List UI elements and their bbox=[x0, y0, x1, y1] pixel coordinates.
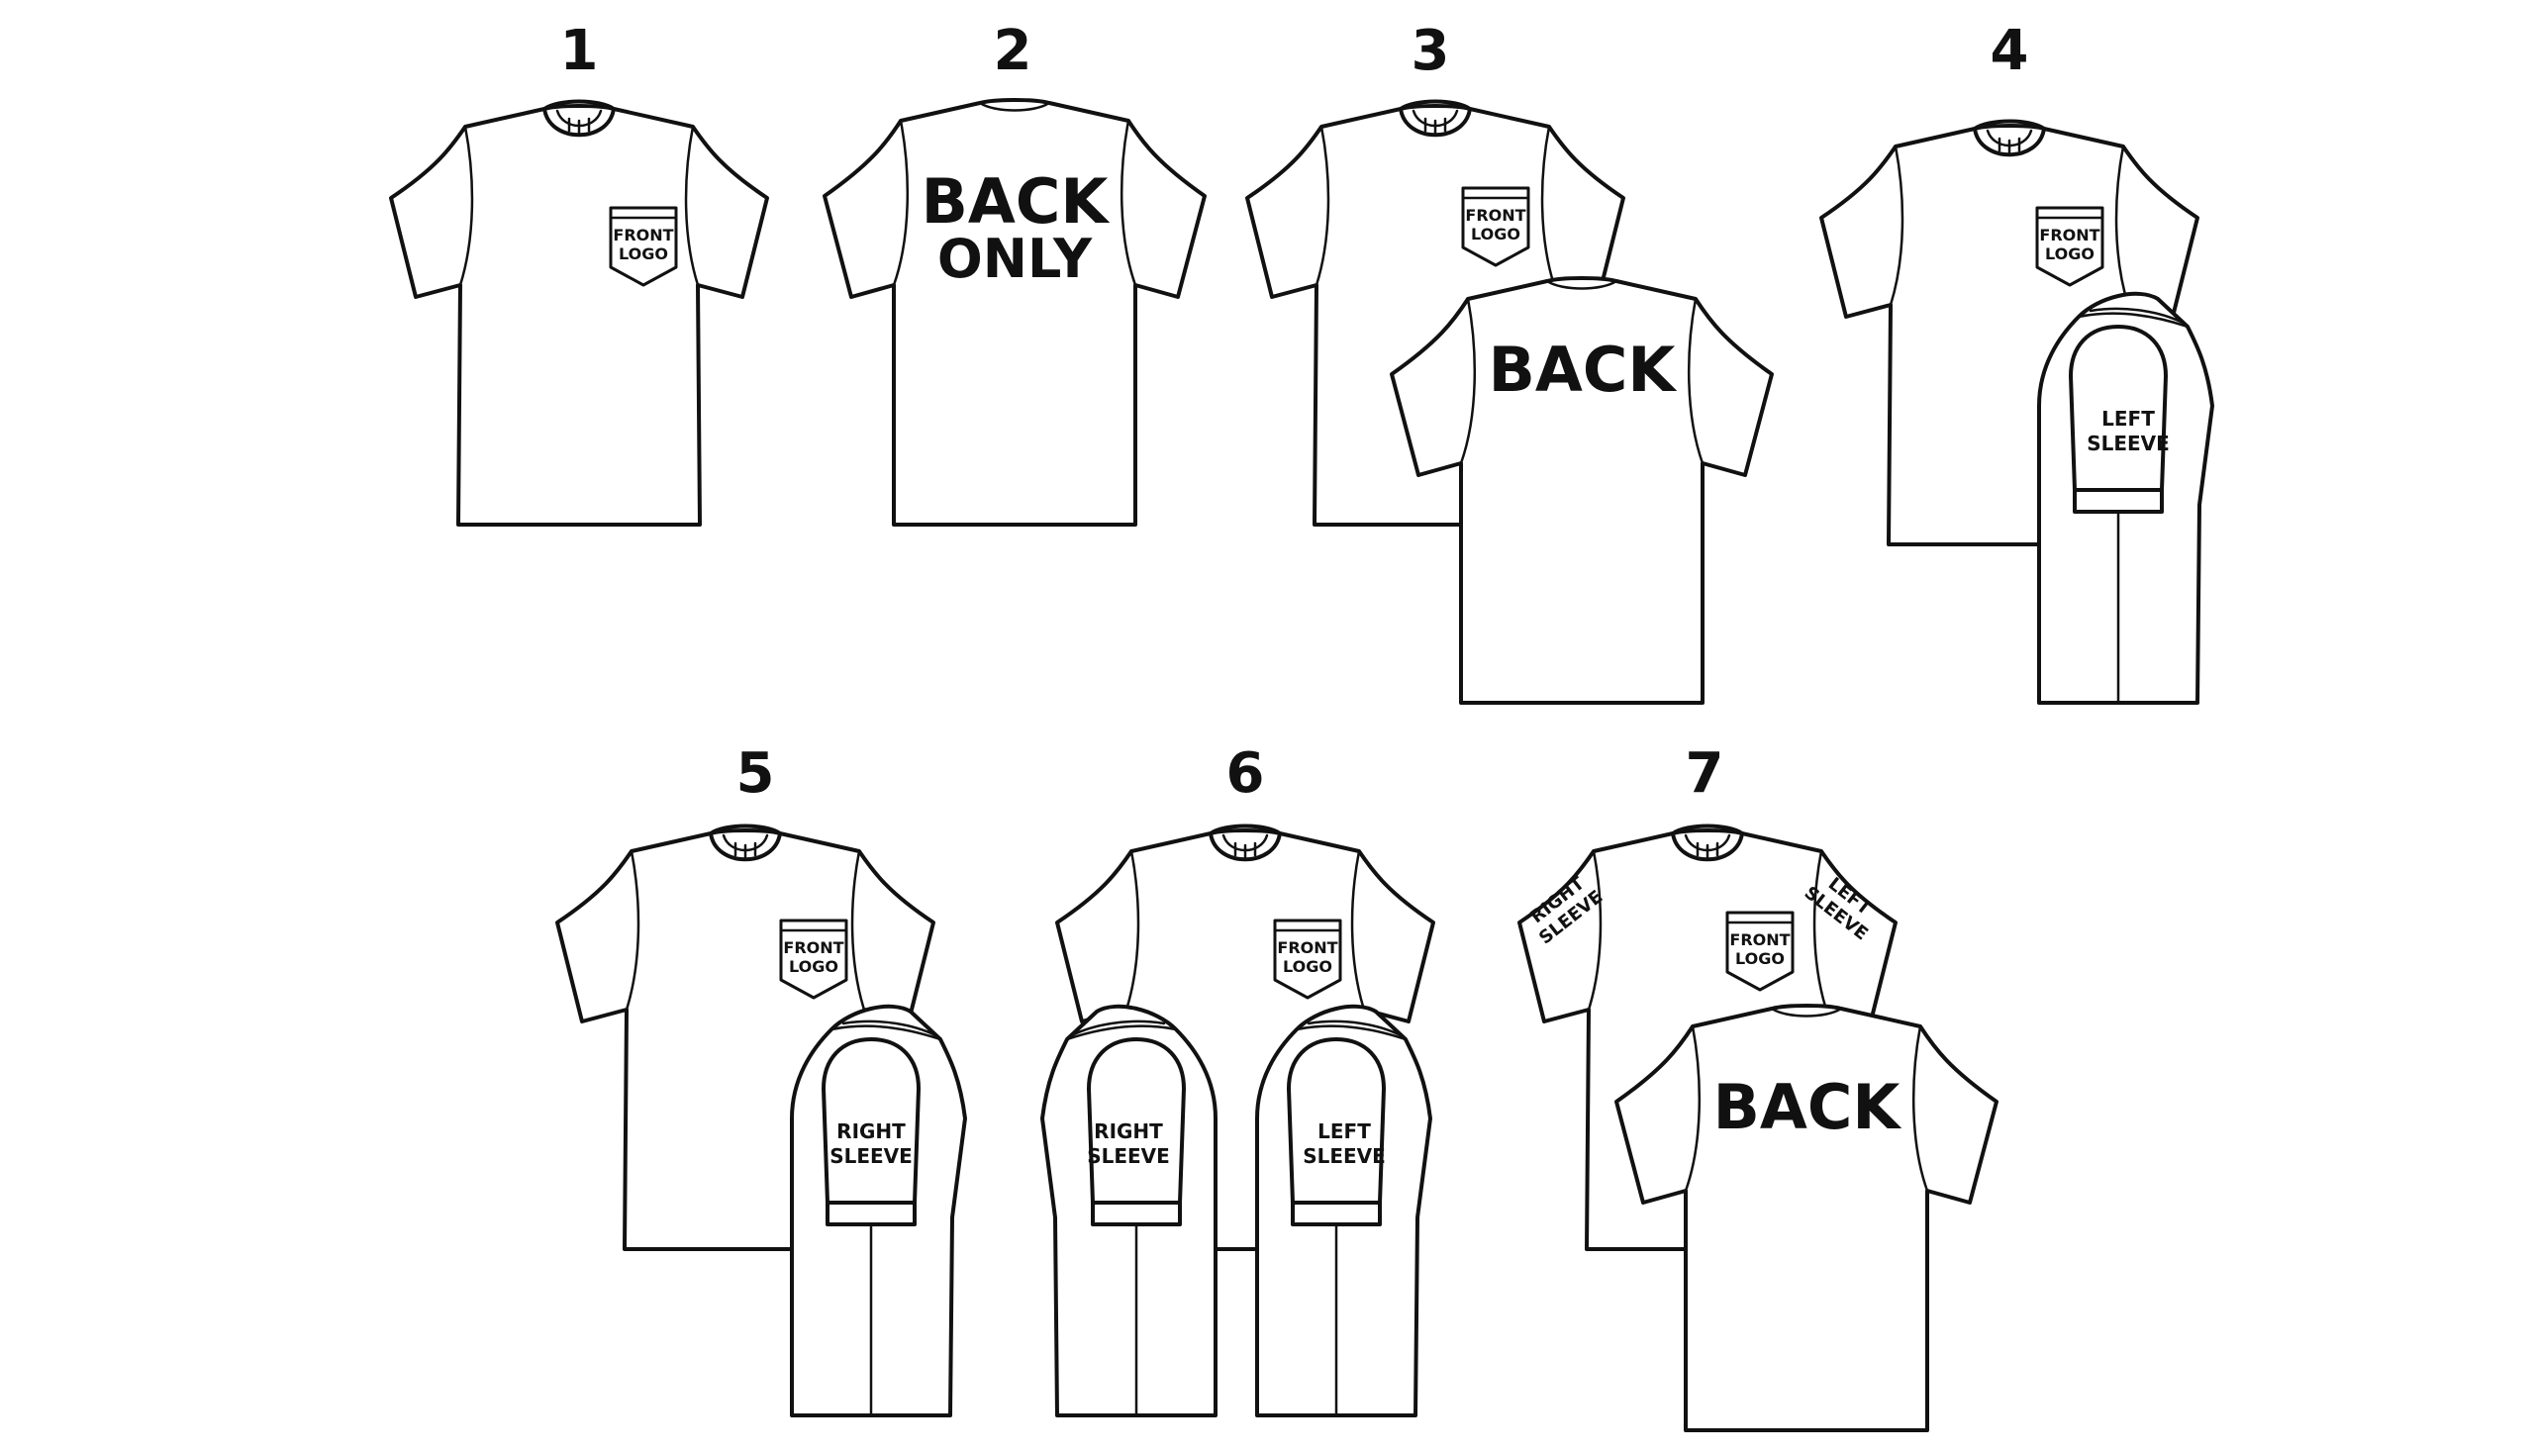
front-shirt: FRONT LOGO bbox=[1055, 824, 1435, 1251]
left-sleeve-view: LEFT SLEEVE bbox=[2037, 291, 2214, 705]
option-number: 4 bbox=[1991, 19, 2029, 83]
option-3: 3 FRONT LOGO BACK bbox=[1245, 19, 1774, 705]
sleeve-print-text: LEFT bbox=[1317, 1119, 1371, 1143]
front-logo-text: FRONT bbox=[1277, 938, 1337, 957]
option-number: 2 bbox=[994, 19, 1032, 83]
right-sleeve-view bbox=[1040, 1004, 1218, 1417]
back-print-text: BACK bbox=[1713, 1071, 1902, 1143]
front-shirt: FRONT LOGO bbox=[1819, 119, 2199, 546]
option-number: 7 bbox=[1686, 741, 1724, 806]
sleeve-print-text: RIGHT bbox=[1094, 1119, 1163, 1143]
front-logo-badge: FRONT LOGO bbox=[1725, 911, 1795, 992]
front-logo-badge: FRONT LOGO bbox=[1461, 186, 1530, 267]
front-shirt: FRONT LOGO bbox=[389, 99, 769, 527]
back-print-text: ONLY bbox=[937, 228, 1093, 290]
front-logo-text: LOGO bbox=[789, 957, 838, 976]
sleeve-print-text: SLEEVE bbox=[1303, 1144, 1386, 1168]
front-logo-badge: FRONT LOGO bbox=[779, 919, 848, 1000]
option-number: 1 bbox=[560, 19, 599, 83]
front-logo-text: FRONT bbox=[1729, 930, 1790, 949]
sleeve-print-text: SLEEVE bbox=[829, 1144, 913, 1168]
front-logo-badge: FRONT LOGO bbox=[2035, 206, 2104, 287]
option-6: 6 FRONT LOGO RIGHT SLEEVE LEFT SLEEVE bbox=[1040, 741, 1435, 1417]
sleeve-print-text: RIGHT bbox=[836, 1119, 906, 1143]
front-logo-badge: FRONT LOGO bbox=[1273, 919, 1342, 1000]
back-print-text: BACK bbox=[922, 165, 1111, 238]
option-4: 4 FRONT LOGO LEFT SLEEVE bbox=[1819, 19, 2214, 705]
front-logo-badge: FRONT LOGO bbox=[609, 206, 678, 287]
option-2: 2 BACK ONLY bbox=[823, 19, 1207, 527]
option-number: 3 bbox=[1412, 19, 1450, 83]
back-print-text: BACK bbox=[1489, 334, 1678, 406]
front-shirt: FRONT LOGO bbox=[555, 824, 935, 1251]
front-logo-text: LOGO bbox=[619, 244, 668, 263]
option-number: 6 bbox=[1226, 741, 1265, 806]
back-shirt: BACK ONLY bbox=[823, 98, 1207, 527]
option-number: 5 bbox=[736, 741, 775, 806]
front-logo-text: FRONT bbox=[783, 938, 843, 957]
front-logo-text: LOGO bbox=[1471, 225, 1520, 243]
back-shirt: BACK bbox=[1614, 1004, 1998, 1432]
right-sleeve-view: RIGHT SLEEVE bbox=[790, 1004, 967, 1417]
front-logo-text: FRONT bbox=[613, 226, 673, 244]
left-sleeve-view: LEFT SLEEVE bbox=[1255, 1004, 1432, 1417]
front-logo-text: FRONT bbox=[2039, 226, 2099, 244]
option-1: 1 FRONT LOGO bbox=[389, 19, 769, 527]
sleeve-print-text: SLEEVE bbox=[2087, 432, 2170, 455]
front-logo-text: LOGO bbox=[2045, 244, 2095, 263]
front-logo-text: FRONT bbox=[1465, 206, 1525, 225]
sleeve-print-text: SLEEVE bbox=[1087, 1144, 1170, 1168]
front-logo-text: LOGO bbox=[1283, 957, 1332, 976]
front-logo-text: LOGO bbox=[1735, 949, 1785, 968]
option-7: 7 FRONT LOGO RIGHT SLEEVE LEFT SLEEVE BA… bbox=[1517, 741, 1998, 1432]
option-5: 5 FRONT LOGO RIGHT SLEEVE bbox=[555, 741, 967, 1417]
back-shirt: BACK bbox=[1390, 276, 1774, 705]
sleeve-print-text: LEFT bbox=[2101, 407, 2155, 431]
front-shirt: FRONT LOGO bbox=[1245, 99, 1625, 527]
